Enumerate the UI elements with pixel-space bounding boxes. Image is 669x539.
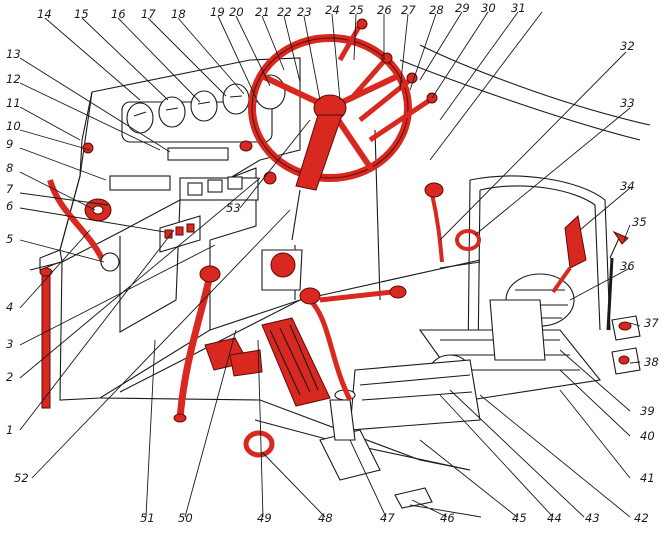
callout-21: 21 [255,5,270,19]
callout-30: 30 [481,1,496,15]
callout-41: 41 [640,471,655,485]
column-levers [337,18,438,143]
callout-39: 39 [640,404,655,418]
callout-27: 27 [401,3,416,17]
callout-48: 48 [318,511,333,525]
callout-42: 42 [634,511,649,525]
hydraulic-lever [424,182,444,263]
dipstick [606,230,629,331]
callout-47: 47 [380,511,395,525]
gear-lever [299,285,407,402]
callout-52: 52 [14,471,29,485]
callout-36: 36 [620,259,635,273]
callout-34: 34 [620,179,635,193]
callout-10: 10 [6,119,21,133]
rings-and-caps [243,229,641,458]
callout-9: 9 [6,137,13,151]
callout-38: 38 [644,355,659,369]
callout-11: 11 [6,96,21,110]
callout-49: 49 [257,511,272,525]
callout-43: 43 [585,511,600,525]
callout-50: 50 [178,511,193,525]
callout-labels: 14 15 16 17 18 19 20 21 22 23 24 25 26 2… [6,1,659,525]
callout-29: 29 [455,1,470,15]
clutch-pedal-lever [173,265,221,423]
callout-26: 26 [377,3,392,17]
callout-13: 13 [6,47,21,61]
leader-lines [19,11,641,518]
callout-40: 40 [640,429,655,443]
callout-32: 32 [620,39,635,53]
callout-7: 7 [6,182,14,196]
callout-6: 6 [6,199,13,213]
accelerator-pedal [261,317,331,407]
callout-1: 1 [6,423,13,437]
floor-lever [261,249,303,291]
callout-23: 23 [297,5,312,19]
callout-35: 35 [632,215,647,229]
callout-33: 33 [620,96,635,110]
callout-15: 15 [74,7,89,21]
callout-4: 4 [6,300,13,314]
callout-37: 37 [644,316,659,330]
brake-pedal [204,337,263,377]
callout-3: 3 [6,337,13,351]
callout-5: 5 [6,232,13,246]
callout-19: 19 [210,5,225,19]
callout-12: 12 [6,72,21,86]
pedal-base [319,389,433,509]
callout-53: 53 [226,201,241,215]
callout-31: 31 [511,1,526,15]
callout-17: 17 [141,7,156,21]
callout-46: 46 [440,511,455,525]
callout-24: 24 [325,3,340,17]
callout-2: 2 [6,370,13,384]
rear-lever-knob [551,215,587,294]
hand-throttle-lever [47,179,120,272]
callout-22: 22 [277,5,292,19]
bonnet-rod [39,267,53,409]
callout-51: 51 [140,511,155,525]
callout-16: 16 [111,7,126,21]
callout-44: 44 [547,511,562,525]
callout-45: 45 [512,511,527,525]
rear-frame [399,44,651,361]
callout-25: 25 [349,3,364,17]
callout-18: 18 [171,7,186,21]
callout-14: 14 [37,7,52,21]
side-switch-panel [159,215,201,253]
callout-28: 28 [429,3,444,17]
steering-column [291,114,343,241]
callout-20: 20 [229,5,244,19]
callout-8: 8 [6,161,13,175]
